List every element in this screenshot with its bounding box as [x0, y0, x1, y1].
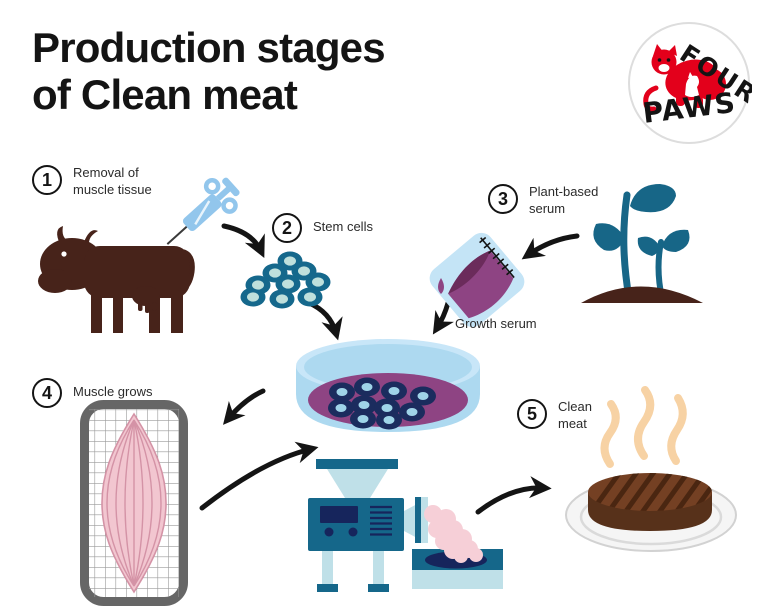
growth-serum-label: Growth serum — [455, 316, 537, 331]
page-title: Production stages of Clean meat — [32, 24, 386, 118]
stage-4-callout: 4 Muscle grows — [32, 378, 152, 408]
arrow-grinder-to-meat — [475, 476, 552, 515]
four-paws-cat-icon — [643, 44, 726, 112]
stem-cells-illustration — [240, 251, 331, 309]
plant-illustration — [581, 184, 703, 303]
grinder-illustration — [308, 459, 503, 592]
stage-3-callout: 3 Plant-based serum — [488, 184, 598, 217]
arrow-stem-cells-to-dish — [306, 300, 343, 341]
arrow-cow-to-stem-cells — [221, 223, 265, 258]
syringe-icon — [166, 177, 240, 245]
stage-5-callout: 5 Clean meat — [517, 399, 592, 432]
four-paws-logo: FOUR PAWS — [626, 20, 763, 146]
page-title-line1: Production stages — [32, 24, 386, 71]
stage-5-badge: 5 — [517, 399, 547, 429]
meat-plate-illustration — [565, 473, 737, 552]
page-title-line2: of Clean meat — [32, 71, 298, 118]
serum-drop-icon — [438, 278, 444, 294]
beaker-illustration — [429, 232, 525, 328]
stage-2-badge: 2 — [272, 213, 302, 243]
stage-5-label: Clean meat — [558, 399, 592, 431]
arrow-dish-to-muscle — [223, 388, 266, 425]
stage-3-label: Plant-based serum — [529, 184, 599, 216]
muscle-tissue-illustration — [80, 400, 188, 606]
stage-1-callout: 1 Removal of muscle tissue — [32, 165, 152, 198]
ground-meat-icon — [424, 505, 483, 563]
stage-1-label: Removal of muscle tissue — [73, 165, 152, 197]
stage-1-badge: 1 — [32, 165, 62, 195]
stage-3-badge: 3 — [488, 184, 518, 214]
four-paws-logo-badge: FOUR PAWS — [628, 22, 763, 144]
cow-illustration — [38, 226, 195, 333]
stage-4-label: Muscle grows — [73, 384, 153, 399]
arrow-beaker-to-dish — [432, 300, 454, 335]
stage-2-callout: 2 Stem cells — [272, 213, 373, 243]
stage-2-label: Stem cells — [313, 219, 373, 234]
stage-4-badge: 4 — [32, 378, 62, 408]
petri-dish-illustration — [296, 339, 480, 432]
arrow-muscle-to-grinder — [199, 441, 319, 511]
arrow-plant-to-beaker — [521, 233, 580, 260]
steam-icon — [600, 386, 687, 468]
